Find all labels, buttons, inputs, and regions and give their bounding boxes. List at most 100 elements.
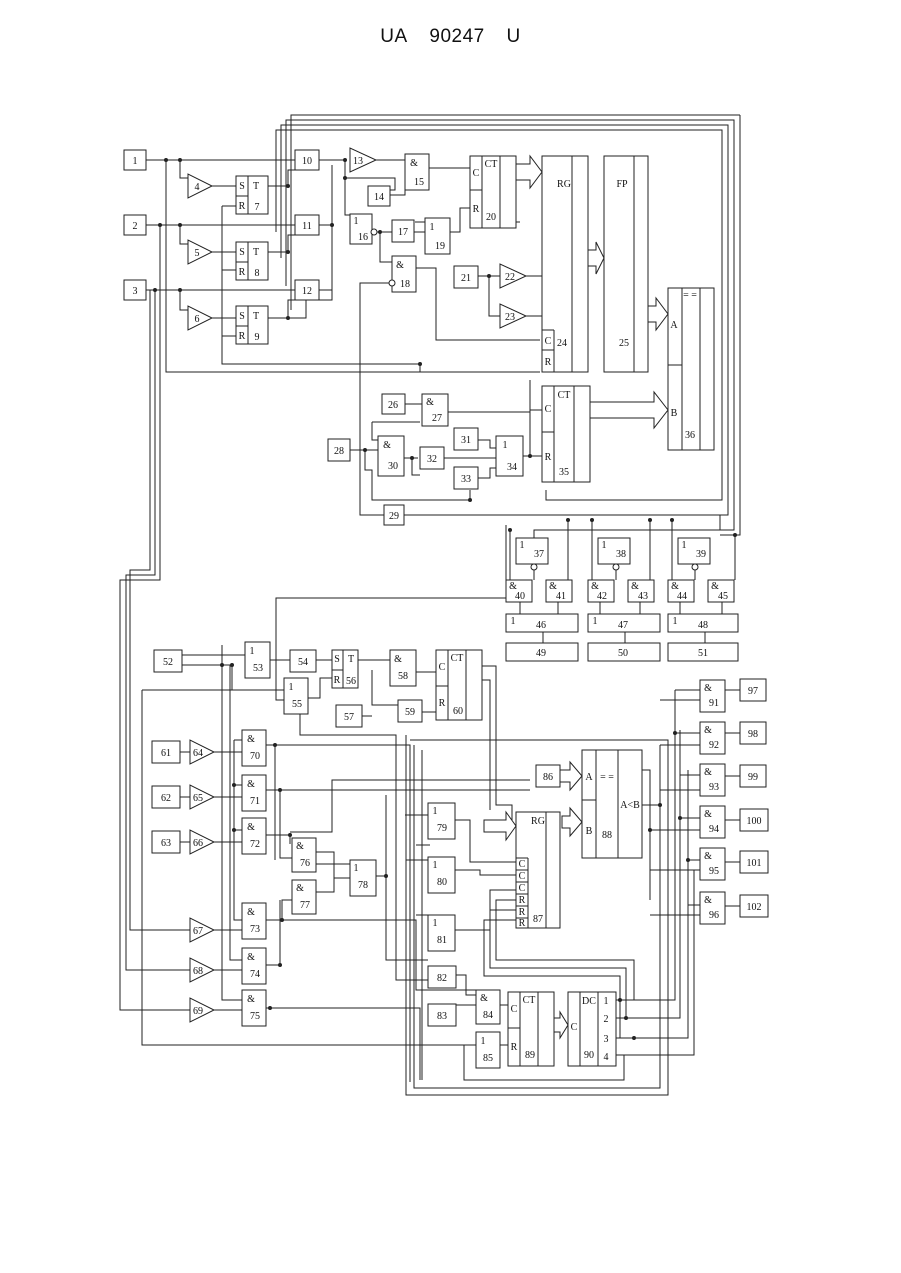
svg-text:C: C [519, 871, 526, 882]
svg-text:51: 51 [698, 648, 708, 659]
svg-text:A: A [670, 320, 678, 331]
svg-text:&: & [383, 440, 391, 451]
svg-text:17: 17 [398, 227, 408, 238]
svg-text:41: 41 [556, 591, 566, 602]
or-gate-46: 1 46 [506, 614, 578, 632]
amplifier-66: 66 [190, 830, 214, 854]
block-17: 17 [392, 220, 414, 242]
svg-text:90: 90 [584, 1050, 594, 1061]
svg-text:&: & [704, 809, 712, 820]
svg-text:3: 3 [133, 286, 138, 297]
or-gate-78: 178 [350, 860, 376, 896]
svg-text:C: C [439, 662, 446, 673]
svg-text:R: R [545, 357, 552, 368]
or-gate-47: 147 [588, 614, 660, 632]
block-51: 51 [668, 643, 738, 661]
and-gate-40: &40 [506, 580, 532, 602]
svg-text:1: 1 [673, 616, 678, 627]
block-31: 31 [454, 428, 478, 450]
svg-text:1: 1 [430, 222, 435, 233]
svg-text:92: 92 [709, 740, 719, 751]
svg-text:T: T [348, 654, 354, 665]
svg-text:2: 2 [604, 1014, 609, 1025]
svg-text:7: 7 [255, 202, 260, 213]
svg-text:60: 60 [453, 706, 463, 717]
block-52: 52 [154, 650, 182, 672]
svg-text:&: & [247, 822, 255, 833]
amplifier-65: 65 [190, 785, 214, 809]
and-gate-95: &95 [700, 848, 725, 880]
amplifier-67: 67 [190, 918, 214, 942]
svg-text:97: 97 [748, 686, 758, 697]
counter-60: CTC R60 [436, 650, 482, 720]
svg-text:100: 100 [747, 816, 762, 827]
and-gate-15: &15 [405, 154, 429, 190]
and-gate-75: &75 [242, 990, 266, 1026]
svg-text:72: 72 [250, 839, 260, 850]
svg-text:99: 99 [748, 772, 758, 783]
or-gate-85: 185 [476, 1032, 500, 1068]
svg-text:43: 43 [638, 591, 648, 602]
flipflop-7: ST R7 [236, 176, 268, 214]
svg-text:32: 32 [427, 454, 437, 465]
svg-text:93: 93 [709, 782, 719, 793]
svg-text:1: 1 [511, 616, 516, 627]
and-gate-43: &43 [628, 580, 654, 602]
and-gate-77: &77 [292, 880, 316, 914]
and-gate-72: & 72 [242, 818, 266, 854]
svg-text:66: 66 [193, 838, 203, 849]
svg-text:39: 39 [696, 549, 706, 560]
and-gate-30: &30 [378, 436, 404, 476]
svg-text:57: 57 [344, 712, 354, 723]
svg-text:85: 85 [483, 1053, 493, 1064]
amplifier-5: 5 [188, 240, 212, 264]
svg-text:C: C [545, 404, 552, 415]
svg-text:R: R [334, 675, 341, 686]
svg-text:36: 36 [685, 430, 695, 441]
svg-text:R: R [519, 895, 526, 906]
and-gate-45: &45 [708, 580, 734, 602]
svg-text:S: S [334, 654, 340, 665]
svg-text:49: 49 [536, 648, 546, 659]
svg-text:R: R [439, 698, 446, 709]
svg-text:88: 88 [602, 830, 612, 841]
register-87: RG CC CR RR 87 [516, 812, 560, 929]
and-gate-44: &44 [668, 580, 694, 602]
svg-text:1: 1 [604, 996, 609, 1007]
block-100: 100 [740, 809, 768, 831]
svg-text:96: 96 [709, 910, 719, 921]
svg-text:61: 61 [161, 748, 171, 759]
block-62: 62 [152, 786, 180, 808]
svg-text:9: 9 [255, 332, 260, 343]
svg-text:59: 59 [405, 707, 415, 718]
flipflop-8: ST R8 [236, 242, 268, 280]
svg-text:&: & [480, 993, 488, 1004]
svg-text:11: 11 [302, 221, 312, 232]
svg-text:26: 26 [388, 400, 398, 411]
amplifier-4: 4 [188, 174, 212, 198]
svg-text:47: 47 [618, 620, 628, 631]
svg-text:R: R [473, 204, 480, 215]
svg-text:1: 1 [433, 860, 438, 871]
comparator-88: = =A BA<B 88 [582, 750, 642, 858]
svg-text:&: & [394, 654, 402, 665]
svg-text:31: 31 [461, 435, 471, 446]
block-99: 99 [740, 765, 766, 787]
block-61: 61 [152, 741, 180, 763]
svg-text:15: 15 [414, 177, 424, 188]
svg-text:83: 83 [437, 1011, 447, 1022]
block-11: 11 [295, 215, 319, 235]
svg-text:T: T [253, 247, 259, 258]
svg-text:R: R [545, 452, 552, 463]
svg-text:T: T [253, 181, 259, 192]
svg-text:82: 82 [437, 973, 447, 984]
svg-text:78: 78 [358, 880, 368, 891]
svg-text:B: B [586, 826, 593, 837]
block-2: 2 [124, 215, 146, 235]
svg-text:40: 40 [515, 591, 525, 602]
svg-text:13: 13 [353, 156, 363, 167]
svg-text:46: 46 [536, 620, 546, 631]
svg-text:80: 80 [437, 877, 447, 888]
and-gate-92: &92 [700, 722, 725, 754]
svg-text:1: 1 [289, 682, 294, 693]
